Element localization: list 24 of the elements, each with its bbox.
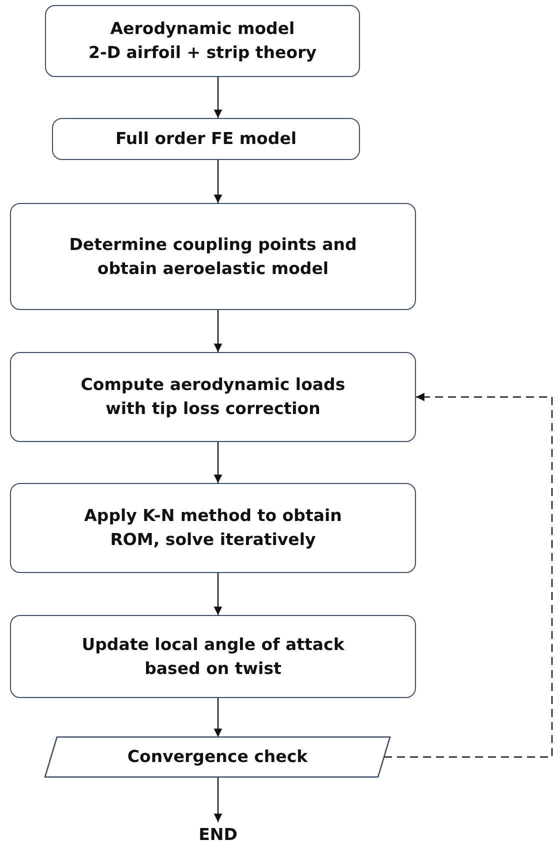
node-text: Convergence check — [127, 746, 308, 768]
node-text: Aerodynamic model — [110, 18, 295, 40]
arrow — [214, 310, 222, 352]
process-box — [52, 118, 360, 160]
node-text: Full order FE model — [115, 128, 297, 150]
node-text: Compute aerodynamic loads with tip loss correction — [80, 374, 346, 420]
node-text: Determine coupling points and obtain aeroelastic model — [68, 234, 358, 280]
decision-parallelogram — [45, 737, 390, 777]
process-box — [45, 5, 360, 77]
arrow — [214, 160, 222, 203]
arrow — [214, 777, 222, 822]
node-text: Update local angle of attack based on twist — [80, 634, 346, 680]
process-box — [10, 615, 416, 698]
arrow — [214, 77, 222, 118]
node-text: Apply K-N method to obtain ROM, solve iteratively — [83, 505, 343, 551]
arrow — [214, 573, 222, 615]
end-label: END — [198, 824, 238, 846]
process-box — [10, 483, 416, 573]
dashed-feedback-arrow — [384, 392, 553, 758]
arrow — [214, 698, 222, 737]
process-box — [10, 352, 416, 442]
node-text: 2-D airfoil + strip theory — [88, 42, 316, 64]
process-box — [10, 203, 416, 310]
arrow — [214, 442, 222, 483]
